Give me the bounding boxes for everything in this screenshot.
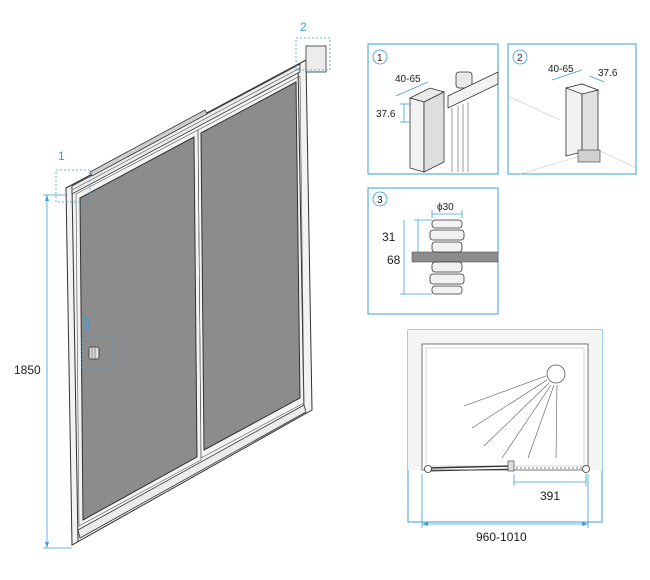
detail-2-badge: 2 — [517, 53, 523, 64]
detail-1-depth-label: 37.6 — [376, 109, 396, 120]
callout-2: 2 — [295, 20, 331, 71]
door-main-view — [65, 45, 327, 546]
height-label: 1850 — [14, 363, 41, 377]
height-dimension: 1850 — [14, 194, 72, 549]
detail-1-badge: 1 — [377, 53, 383, 64]
callout-3-label: 3 — [82, 316, 91, 333]
bottom-rail — [77, 404, 307, 539]
plan-opening-label: 391 — [540, 489, 560, 503]
roller-bar — [89, 109, 208, 177]
glass-panel-right — [200, 81, 301, 451]
callout-1: 1 — [55, 149, 91, 203]
detail-1-panel: 1 40-65 37.6 — [367, 43, 499, 175]
plan-width-label: 960-1010 — [476, 530, 527, 544]
detail-3-panel: 3 ϕ30 31 68 — [367, 187, 499, 315]
detail-2-panel: 2 40-65 37.6 — [507, 43, 637, 175]
detail-1-width-label: 40-65 — [395, 74, 421, 85]
shower-head — [546, 364, 566, 384]
glass-panel-left — [79, 136, 198, 521]
wall-bracket-top — [305, 45, 327, 73]
plan-view: 391 960-1010 — [407, 329, 603, 544]
detail-3-knob-label: 31 — [382, 230, 396, 244]
detail-3-diameter-label: ϕ30 — [437, 202, 454, 213]
detail-2-width-label: 40-65 — [548, 64, 574, 75]
detail-2-depth-label: 37.6 — [598, 68, 618, 79]
callout-3: 3 — [81, 316, 113, 369]
callout-2-label: 2 — [300, 20, 307, 34]
detail-3-badge: 3 — [377, 195, 383, 206]
callout-1-label: 1 — [58, 149, 65, 163]
door-knob — [88, 346, 100, 360]
detail-3-total-label: 68 — [387, 253, 401, 267]
